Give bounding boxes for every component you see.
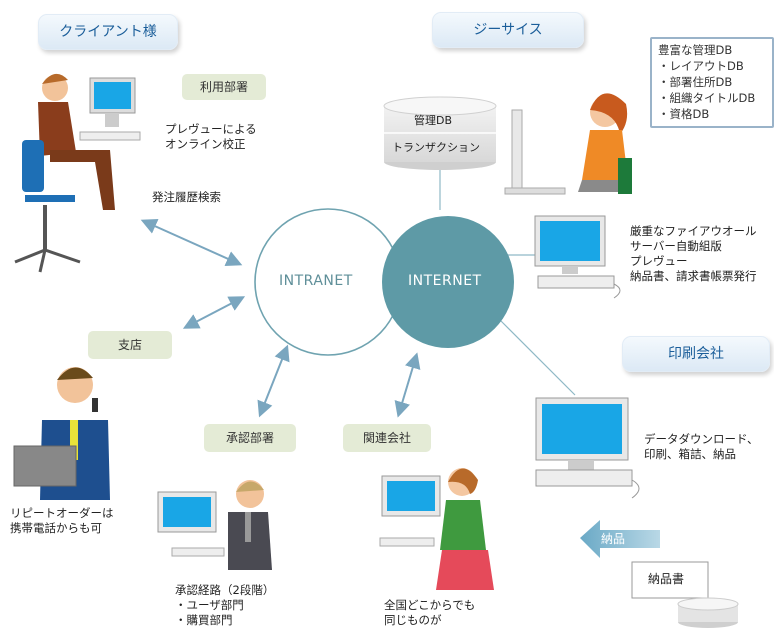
usage-dept-tag: 利用部署 <box>182 74 266 100</box>
server-line-3: プレヴュー <box>630 254 688 268</box>
printing-header: 印刷会社 <box>622 336 770 372</box>
related-user-illustration <box>379 468 494 590</box>
repeat-line-1: リピートオーダーは <box>10 506 114 520</box>
order-search-caption: 発注履歴検索 <box>152 190 221 204</box>
db-list-item: ・レイアウトDB <box>658 59 744 73</box>
gsys-header: ジーサイス <box>432 12 584 48</box>
server-line-1: 厳重なファイアウオール <box>630 224 757 238</box>
anywhere-line-2: 同じものが <box>384 613 442 627</box>
preview-caption: プレヴューによる オンライン校正 <box>165 122 257 152</box>
db-label-bottom: トランザクション <box>392 141 480 154</box>
printing-line-1: データダウンロード、 <box>644 432 759 446</box>
database-icon <box>383 96 497 170</box>
server-line-2: サーバー自動組版 <box>630 239 722 253</box>
anywhere-caption: 全国どこからでも 同じものが <box>384 598 475 628</box>
approval-route-line-3: ・購買部門 <box>175 613 233 627</box>
db-list-box: 豊富な管理DB ・レイアウトDB ・部署住所DB ・組織タイトルDB ・資格DB <box>650 37 774 128</box>
approval-route-line-2: ・ユーザ部門 <box>175 598 244 612</box>
delivery-slip-box <box>631 561 709 599</box>
approval-dept-tag: 承認部署 <box>204 424 296 452</box>
delivery-stack-icon <box>677 597 739 628</box>
approval-route-line-1: 承認経路（2段階） <box>175 583 275 597</box>
client-header: クライアント様 <box>38 14 178 50</box>
repeat-line-2: 携帯電話からも可 <box>10 521 102 535</box>
db-list-title: 豊富な管理DB <box>658 43 733 57</box>
intranet-label: INTRANET <box>279 273 353 289</box>
approval-route-caption: 承認経路（2段階） ・ユーザ部門 ・購買部門 <box>175 583 274 628</box>
arrow-branch <box>182 296 246 329</box>
operator-illustration <box>504 93 632 195</box>
printing-caption: データダウンロード、 印刷、箱詰、納品 <box>644 432 759 462</box>
branch-user-illustration <box>13 367 110 500</box>
branch-tag: 支店 <box>88 331 172 359</box>
line-internet-printer <box>499 319 576 396</box>
preview-line-2: オンライン校正 <box>165 137 246 151</box>
internet-circle <box>382 216 514 348</box>
arrow-client <box>140 218 243 267</box>
anywhere-line-1: 全国どこからでも <box>384 598 476 612</box>
preview-line-1: プレヴューによる <box>165 122 257 136</box>
server-features-caption: 厳重なファイアウオール サーバー自動組版 プレヴュー 納品書、請求書帳票発行 <box>630 224 757 284</box>
server-computer-icon <box>534 215 621 299</box>
db-list-item: ・資格DB <box>658 107 710 121</box>
client-user-illustration <box>14 73 141 273</box>
printing-computer-icon <box>535 397 640 499</box>
delivery-slip-label: 納品書 <box>648 572 685 586</box>
delivery-arrow-icon <box>580 520 660 558</box>
approval-user-illustration <box>157 480 272 570</box>
repeat-order-caption: リピートオーダーは 携帯電話からも可 <box>10 506 114 536</box>
arrow-related <box>394 352 421 418</box>
internet-label: INTERNET <box>408 273 482 289</box>
related-company-tag: 関連会社 <box>343 424 431 452</box>
server-line-4: 納品書、請求書帳票発行 <box>630 269 757 283</box>
printing-line-2: 印刷、箱詰、納品 <box>644 447 736 461</box>
arrow-approval <box>257 344 290 418</box>
db-label-top: 管理DB <box>414 114 453 127</box>
db-list-item: ・部署住所DB <box>658 75 733 89</box>
delivery-label: 納品 <box>601 532 626 546</box>
db-list-item: ・組織タイトルDB <box>658 91 756 105</box>
